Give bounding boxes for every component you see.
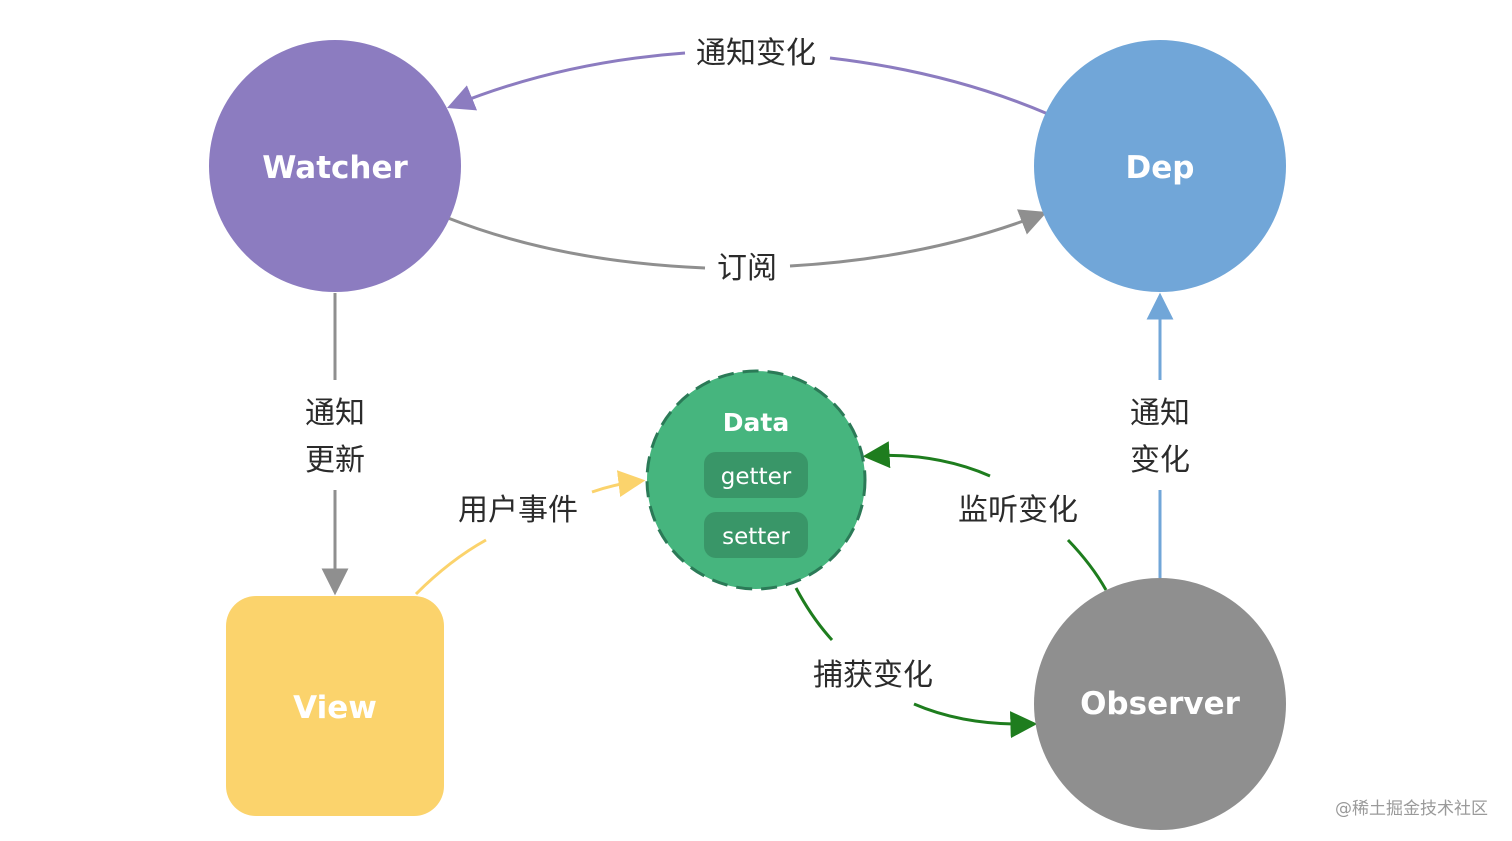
edge-subscribe: 订阅 xyxy=(447,209,1048,286)
edge-user-event-line-lower xyxy=(414,538,487,596)
edge-user-event-label: 用户事件 xyxy=(458,493,578,528)
edge-capture-change: 捕获变化 xyxy=(794,587,1038,739)
edge-listen-change-label: 监听变化 xyxy=(958,493,1078,528)
node-data-getter-box xyxy=(704,452,808,498)
edge-notify-change-top-line-left xyxy=(446,51,686,111)
node-watcher-label: Watcher xyxy=(262,150,408,186)
edge-subscribe-line-left xyxy=(447,216,706,270)
edge-notify-update-label-line2: 更新 xyxy=(305,443,365,478)
node-data: Data getter setter xyxy=(645,369,867,591)
node-data-getter-label: getter xyxy=(721,464,792,490)
edge-capture-change-label: 捕获变化 xyxy=(813,658,933,693)
node-watcher: Watcher xyxy=(209,40,461,292)
edge-subscribe-label: 订阅 xyxy=(717,251,777,286)
edge-notify-change-top-line-right xyxy=(829,56,1049,116)
edge-capture-change-line-lower xyxy=(913,702,1038,739)
edge-notify-change-right-label-line1: 通知 xyxy=(1130,396,1190,431)
edge-notify-change-right-label-line2: 变化 xyxy=(1130,443,1190,478)
edge-user-event: 用户事件 xyxy=(414,470,646,596)
node-dep-circle xyxy=(1034,40,1286,292)
node-dep: Dep xyxy=(1034,40,1286,292)
watermark: @稀土掘金技术社区 xyxy=(1335,799,1488,819)
node-view: View xyxy=(226,596,444,816)
edge-notify-change-top-label: 通知变化 xyxy=(696,36,816,71)
node-data-setter-label: setter xyxy=(722,524,790,550)
node-observer: Observer xyxy=(1034,578,1286,830)
node-observer-circle xyxy=(1034,578,1286,830)
edge-listen-change: 监听变化 xyxy=(862,441,1108,591)
edge-subscribe-line-right xyxy=(789,209,1048,268)
node-data-label: Data xyxy=(723,408,789,437)
node-data-setter-box xyxy=(704,512,808,558)
edge-listen-change-line-upper xyxy=(862,441,991,478)
node-view-box xyxy=(226,596,444,816)
edge-user-event-line-upper xyxy=(591,470,646,497)
edge-notify-update-label-line1: 通知 xyxy=(305,396,365,431)
edge-capture-change-line-upper xyxy=(794,587,834,642)
node-watcher-circle xyxy=(209,40,461,292)
edge-listen-change-line-lower xyxy=(1066,538,1108,591)
edge-notify-update: 通知 更新 xyxy=(305,293,365,596)
node-view-label: View xyxy=(293,690,377,726)
edge-notify-change-right: 通知 变化 xyxy=(1130,292,1190,578)
node-observer-label: Observer xyxy=(1080,686,1241,722)
node-dep-label: Dep xyxy=(1126,150,1195,186)
edge-notify-change-top: 通知变化 xyxy=(446,36,1049,116)
